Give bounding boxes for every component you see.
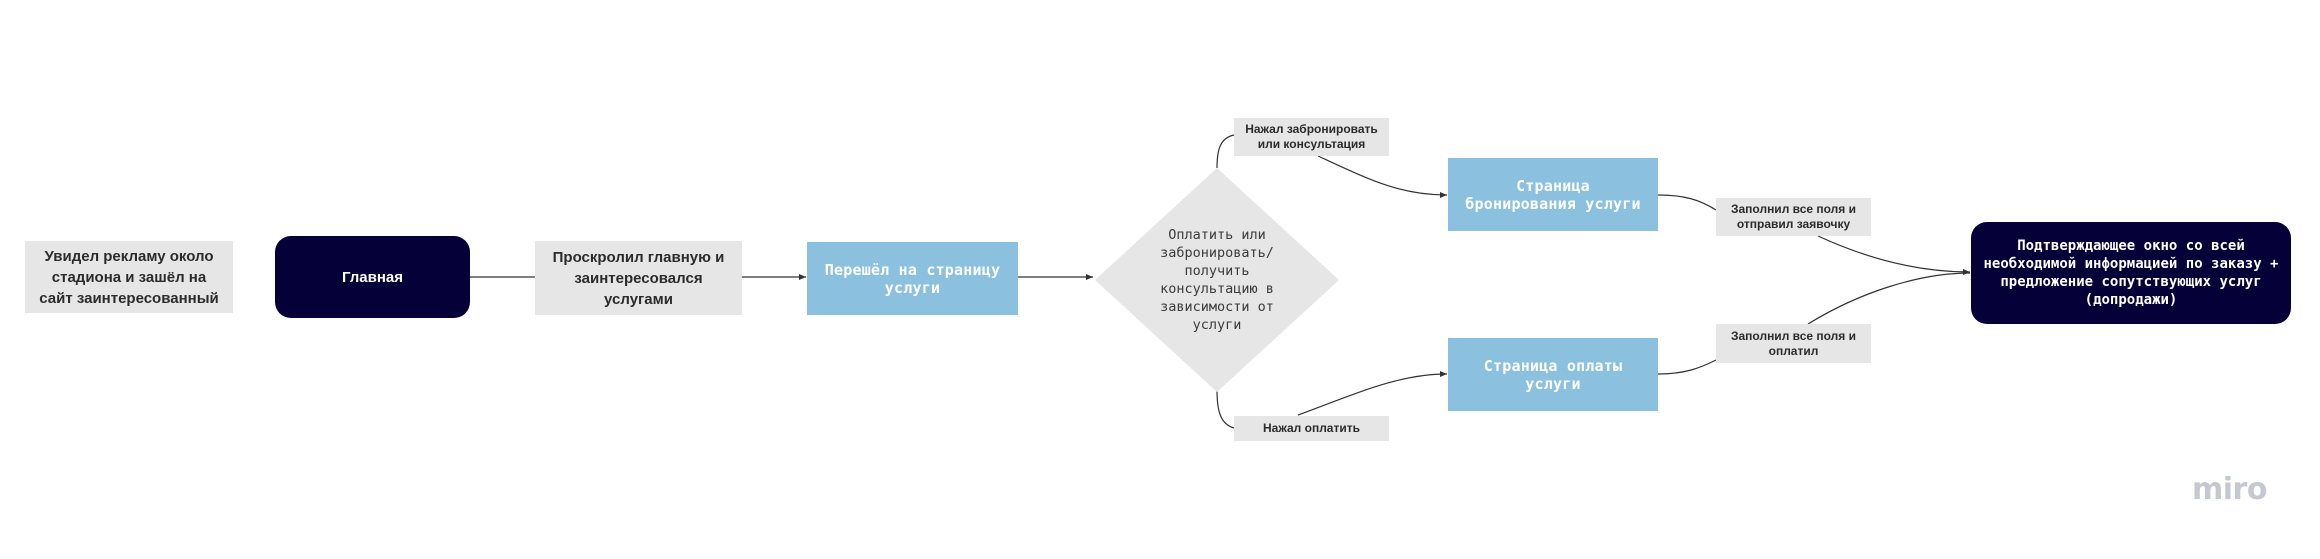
connector-booking-label xyxy=(1657,194,1717,211)
node-home: Главная xyxy=(275,236,470,318)
node-service-page: Перешёл на страницу услуги xyxy=(807,242,1018,315)
node-ad: Увидел рекламу около стадиона и зашёл на… xyxy=(25,241,233,313)
node-service-page-text: Перешёл на страницу услуги xyxy=(824,260,1001,297)
label-pressed-book-text: Нажал забронировать или консультация xyxy=(1245,122,1378,151)
connector-payment-label xyxy=(1657,359,1717,375)
node-confirmation: Подтверждающее окно со всей необходимой … xyxy=(1971,222,2291,324)
node-booking-page-text: Страница бронирования услуги xyxy=(1465,176,1641,213)
label-filled-paid: Заполнил все поля и оплатил xyxy=(1716,324,1871,363)
label-pressed-pay: Нажал оплатить xyxy=(1234,416,1389,441)
label-filled-paid-text: Заполнил все поля и оплатил xyxy=(1730,328,1857,358)
label-filled-request: Заполнил все поля и отправил заявочку xyxy=(1716,198,1871,236)
node-scrolled-text: Проскролил главную и заинтересовался усл… xyxy=(552,248,725,308)
connector-decision-top-label xyxy=(1216,134,1235,169)
node-home-text: Главная xyxy=(341,268,403,286)
node-scrolled: Проскролил главную и заинтересовался усл… xyxy=(535,241,742,315)
decision-diamond-shape xyxy=(1095,168,1339,392)
node-ad-text: Увидел рекламу около стадиона и зашёл на… xyxy=(39,247,219,307)
label-pressed-book: Нажал забронировать или консультация xyxy=(1234,118,1389,156)
node-decision-text: Оплатить или забронировать/получить конс… xyxy=(1160,227,1274,333)
connector-label-confirmation-top xyxy=(1817,235,1971,275)
miro-logo: miro xyxy=(2192,472,2267,507)
node-payment-page-text: Страница оплаты услуги xyxy=(1483,356,1623,393)
node-decision: Оплатить или забронировать/получить конс… xyxy=(1095,168,1339,392)
node-booking-page: Страница бронирования услуги xyxy=(1448,158,1658,231)
label-filled-request-text: Заполнил все поля и отправил заявочку xyxy=(1730,202,1857,231)
connector-label-confirmation-bottom xyxy=(1807,272,1971,325)
connector-decision-bottom-label xyxy=(1216,389,1235,429)
node-payment-page: Страница оплаты услуги xyxy=(1448,338,1658,411)
node-confirmation-text: Подтверждающее окно со всей необходимой … xyxy=(1983,238,2279,308)
label-pressed-pay-text: Нажал оплатить xyxy=(1262,421,1360,435)
